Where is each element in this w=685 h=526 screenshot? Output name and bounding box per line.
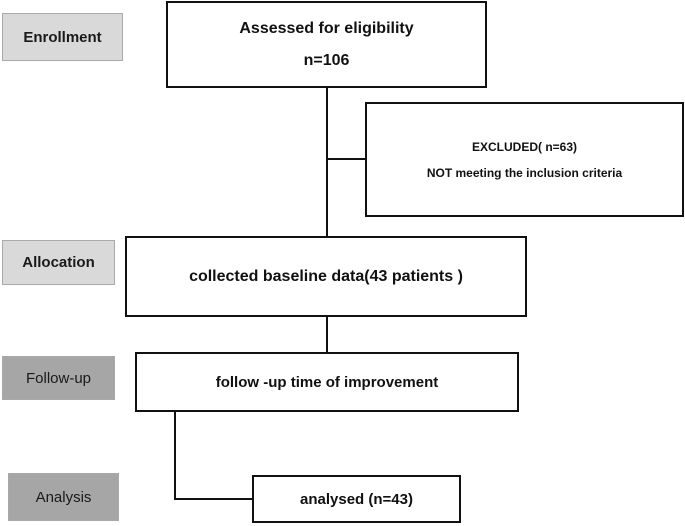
phase-label-allocation-text: Allocation xyxy=(22,254,95,271)
connector-followup-down xyxy=(174,411,176,500)
assessed-count: n=106 xyxy=(303,51,350,69)
box-assessed-for-eligibility: Assessed for eligibility n=106 xyxy=(166,1,487,88)
connector-to-analysed xyxy=(174,498,253,500)
phase-label-analysis-text: Analysis xyxy=(35,488,92,506)
box-excluded: EXCLUDED( n=63) NOT meeting the inclusio… xyxy=(365,102,684,217)
excluded-reason: NOT meeting the inclusion criteria xyxy=(426,165,623,180)
analysed-text: analysed (n=43) xyxy=(300,490,413,508)
connector-baseline-to-followup xyxy=(326,317,328,353)
followup-text: follow -up time of improvement xyxy=(215,373,439,391)
phase-label-enrollment: Enrollment xyxy=(2,13,123,61)
excluded-count: EXCLUDED( n=63) xyxy=(471,139,578,154)
connector-assessed-to-baseline xyxy=(326,87,328,237)
phase-label-follow-up: Follow-up xyxy=(2,356,115,400)
phase-label-analysis: Analysis xyxy=(8,473,119,521)
phase-label-enrollment-text: Enrollment xyxy=(23,28,102,46)
phase-label-allocation: Allocation xyxy=(2,240,115,285)
box-follow-up-time: follow -up time of improvement xyxy=(135,352,519,412)
baseline-text: collected baseline data(43 patients ) xyxy=(189,267,463,285)
box-analysed: analysed (n=43) xyxy=(252,475,461,523)
assessed-title: Assessed for eligibility xyxy=(239,19,414,37)
box-collected-baseline-data: collected baseline data(43 patients ) xyxy=(125,236,527,317)
connector-to-excluded xyxy=(326,158,366,160)
phase-label-follow-up-text: Follow-up xyxy=(25,369,92,387)
